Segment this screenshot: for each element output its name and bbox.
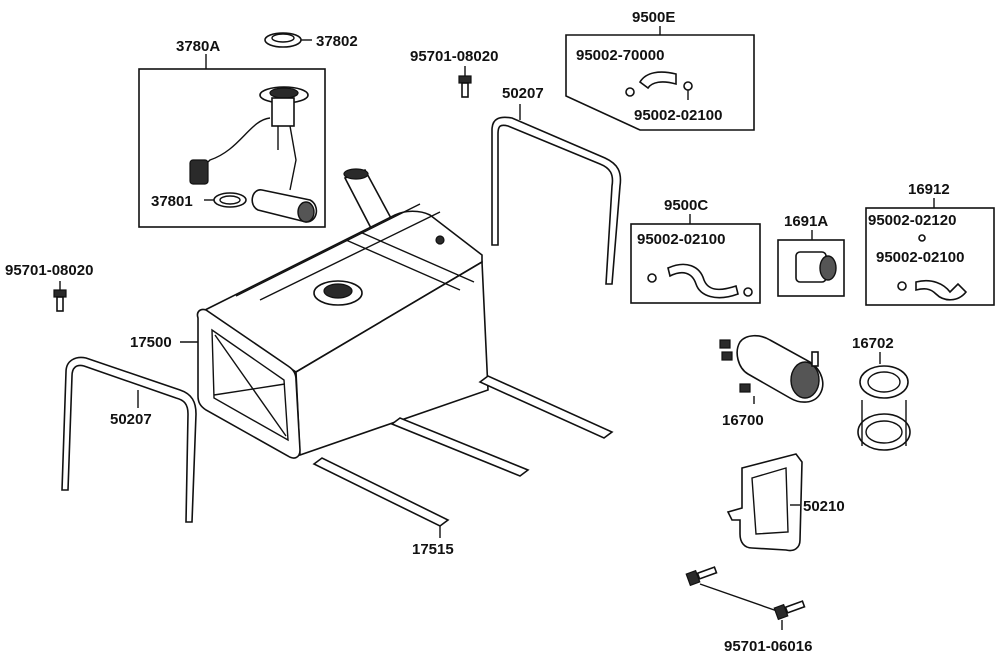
pump-ring-part: [264, 32, 312, 48]
hose-16912-part: [897, 234, 968, 301]
bolt-left-label: 95701-08020: [5, 262, 93, 279]
bolt-top-part: [458, 75, 472, 98]
hose-c-part: [647, 263, 753, 299]
relay-frame: [777, 239, 845, 297]
hose-kit-e-frame: [565, 34, 755, 131]
tank-pads-label: 17515: [412, 541, 454, 558]
fuel-pump-assembly-label: 3780A: [176, 38, 220, 55]
pump-ring-label: 37802: [316, 33, 358, 50]
clamp-16912-b-label: 95002-02100: [876, 249, 964, 266]
strap-rear-label: 50207: [502, 85, 544, 102]
pump-gasket-label: 37801: [151, 193, 193, 210]
fuel-filter-pump-part: [719, 334, 824, 403]
strap-front-label: 50207: [110, 411, 152, 428]
clamp-e-label: 95002-02100: [634, 107, 722, 124]
hose-kit-c-frame: [630, 223, 761, 304]
fuel-pump-assembly-frame: [138, 68, 326, 228]
strap-rear-part: [491, 116, 622, 285]
bolt-bottom-part: [685, 566, 806, 621]
fuel-tank-label: 17500: [130, 334, 172, 351]
fuel-tank-part: [196, 168, 489, 459]
clamp-16912-a-label: 95002-02120: [868, 212, 956, 229]
hose-kit-c-label: 9500C: [664, 197, 708, 214]
hose-e-part: [625, 71, 693, 97]
strap-front-part: [61, 356, 197, 523]
pump-gasket-part: [213, 192, 247, 208]
hose-kit-16912-label: 16912: [908, 181, 950, 198]
hose-kit-e-label: 9500E: [632, 9, 675, 26]
hose-kit-16912-frame: [865, 207, 995, 306]
filter-bracket-clamp-label: 16702: [852, 335, 894, 352]
filter-bracket-clamp-part: [857, 365, 911, 451]
fuel-filter-pump-label: 16700: [722, 412, 764, 429]
fuel-pump-assembly-group: 3780A 37801: [138, 38, 326, 228]
relay-label: 1691A: [784, 213, 828, 230]
clamp-c-label: 95002-02100: [637, 231, 725, 248]
tank-pads-part: [312, 375, 614, 527]
bolt-bottom-label: 95701-06016: [724, 638, 812, 655]
bracket-part: [726, 453, 803, 552]
bolt-left-part: [53, 289, 67, 312]
bolt-top-label: 95701-08020: [410, 48, 498, 65]
relay-part: [795, 251, 837, 283]
fuel-pump-sender-part: [189, 86, 318, 223]
bracket-label: 50210: [803, 498, 845, 515]
hose-e-label: 95002-70000: [576, 47, 664, 64]
